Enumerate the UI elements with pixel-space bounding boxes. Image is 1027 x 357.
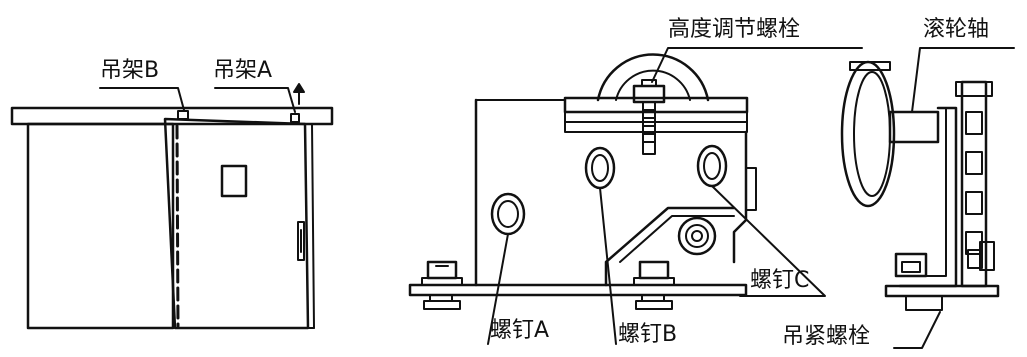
main-body bbox=[475, 97, 566, 101]
height-bolt-head bbox=[632, 84, 666, 104]
hanger-a-block bbox=[290, 113, 300, 123]
hanger-a-leader bbox=[214, 87, 296, 113]
label-height-bolt: 高度调节螺栓 bbox=[668, 17, 801, 42]
label-screw-a: 螺钉A bbox=[490, 318, 550, 343]
door-side-edge bbox=[311, 123, 315, 329]
hanger-b-leader bbox=[99, 87, 185, 111]
middle-foot-nut bbox=[638, 260, 670, 280]
roller-front bbox=[840, 60, 896, 208]
top-rail bbox=[10, 106, 334, 126]
roller-wheel bbox=[596, 53, 710, 102]
screw-b-leader bbox=[599, 187, 617, 345]
left-foot-nut bbox=[426, 260, 458, 280]
label-screw-b: 螺钉B bbox=[618, 322, 678, 347]
label-hanging-bolt: 吊紧螺栓 bbox=[782, 324, 871, 349]
screw-a-leader bbox=[487, 233, 509, 345]
slant-bracket bbox=[604, 206, 736, 287]
roller-front-view bbox=[840, 47, 1015, 349]
cabinet-body bbox=[26, 122, 175, 330]
height-bolt-shank bbox=[642, 101, 656, 155]
height-bolt-leader bbox=[651, 47, 863, 83]
hanger-b-block bbox=[177, 110, 189, 120]
label-screw-c: 螺钉C bbox=[750, 268, 810, 293]
l-bracket bbox=[898, 106, 958, 288]
cabinet-figure bbox=[10, 83, 334, 330]
label-hanger-b: 吊架B bbox=[100, 58, 160, 83]
front-base-plate bbox=[884, 284, 1000, 298]
hanging-bolt-leader bbox=[893, 311, 941, 349]
door-panel bbox=[163, 117, 310, 330]
nut bbox=[677, 216, 717, 256]
door-window bbox=[220, 164, 248, 198]
screw-c-leader bbox=[711, 185, 826, 297]
hanger-side-view bbox=[408, 47, 863, 345]
roller-shaft bbox=[888, 110, 940, 144]
label-roller-shaft: 滚轮轴 bbox=[923, 17, 990, 42]
hinge-dashed-line bbox=[175, 124, 180, 328]
hanging-bolt-nut bbox=[894, 252, 928, 278]
label-hanger-a: 吊架A bbox=[213, 58, 273, 83]
door-handle bbox=[297, 221, 305, 261]
roller-shaft-leader bbox=[911, 47, 1015, 113]
base-plate bbox=[408, 283, 748, 297]
